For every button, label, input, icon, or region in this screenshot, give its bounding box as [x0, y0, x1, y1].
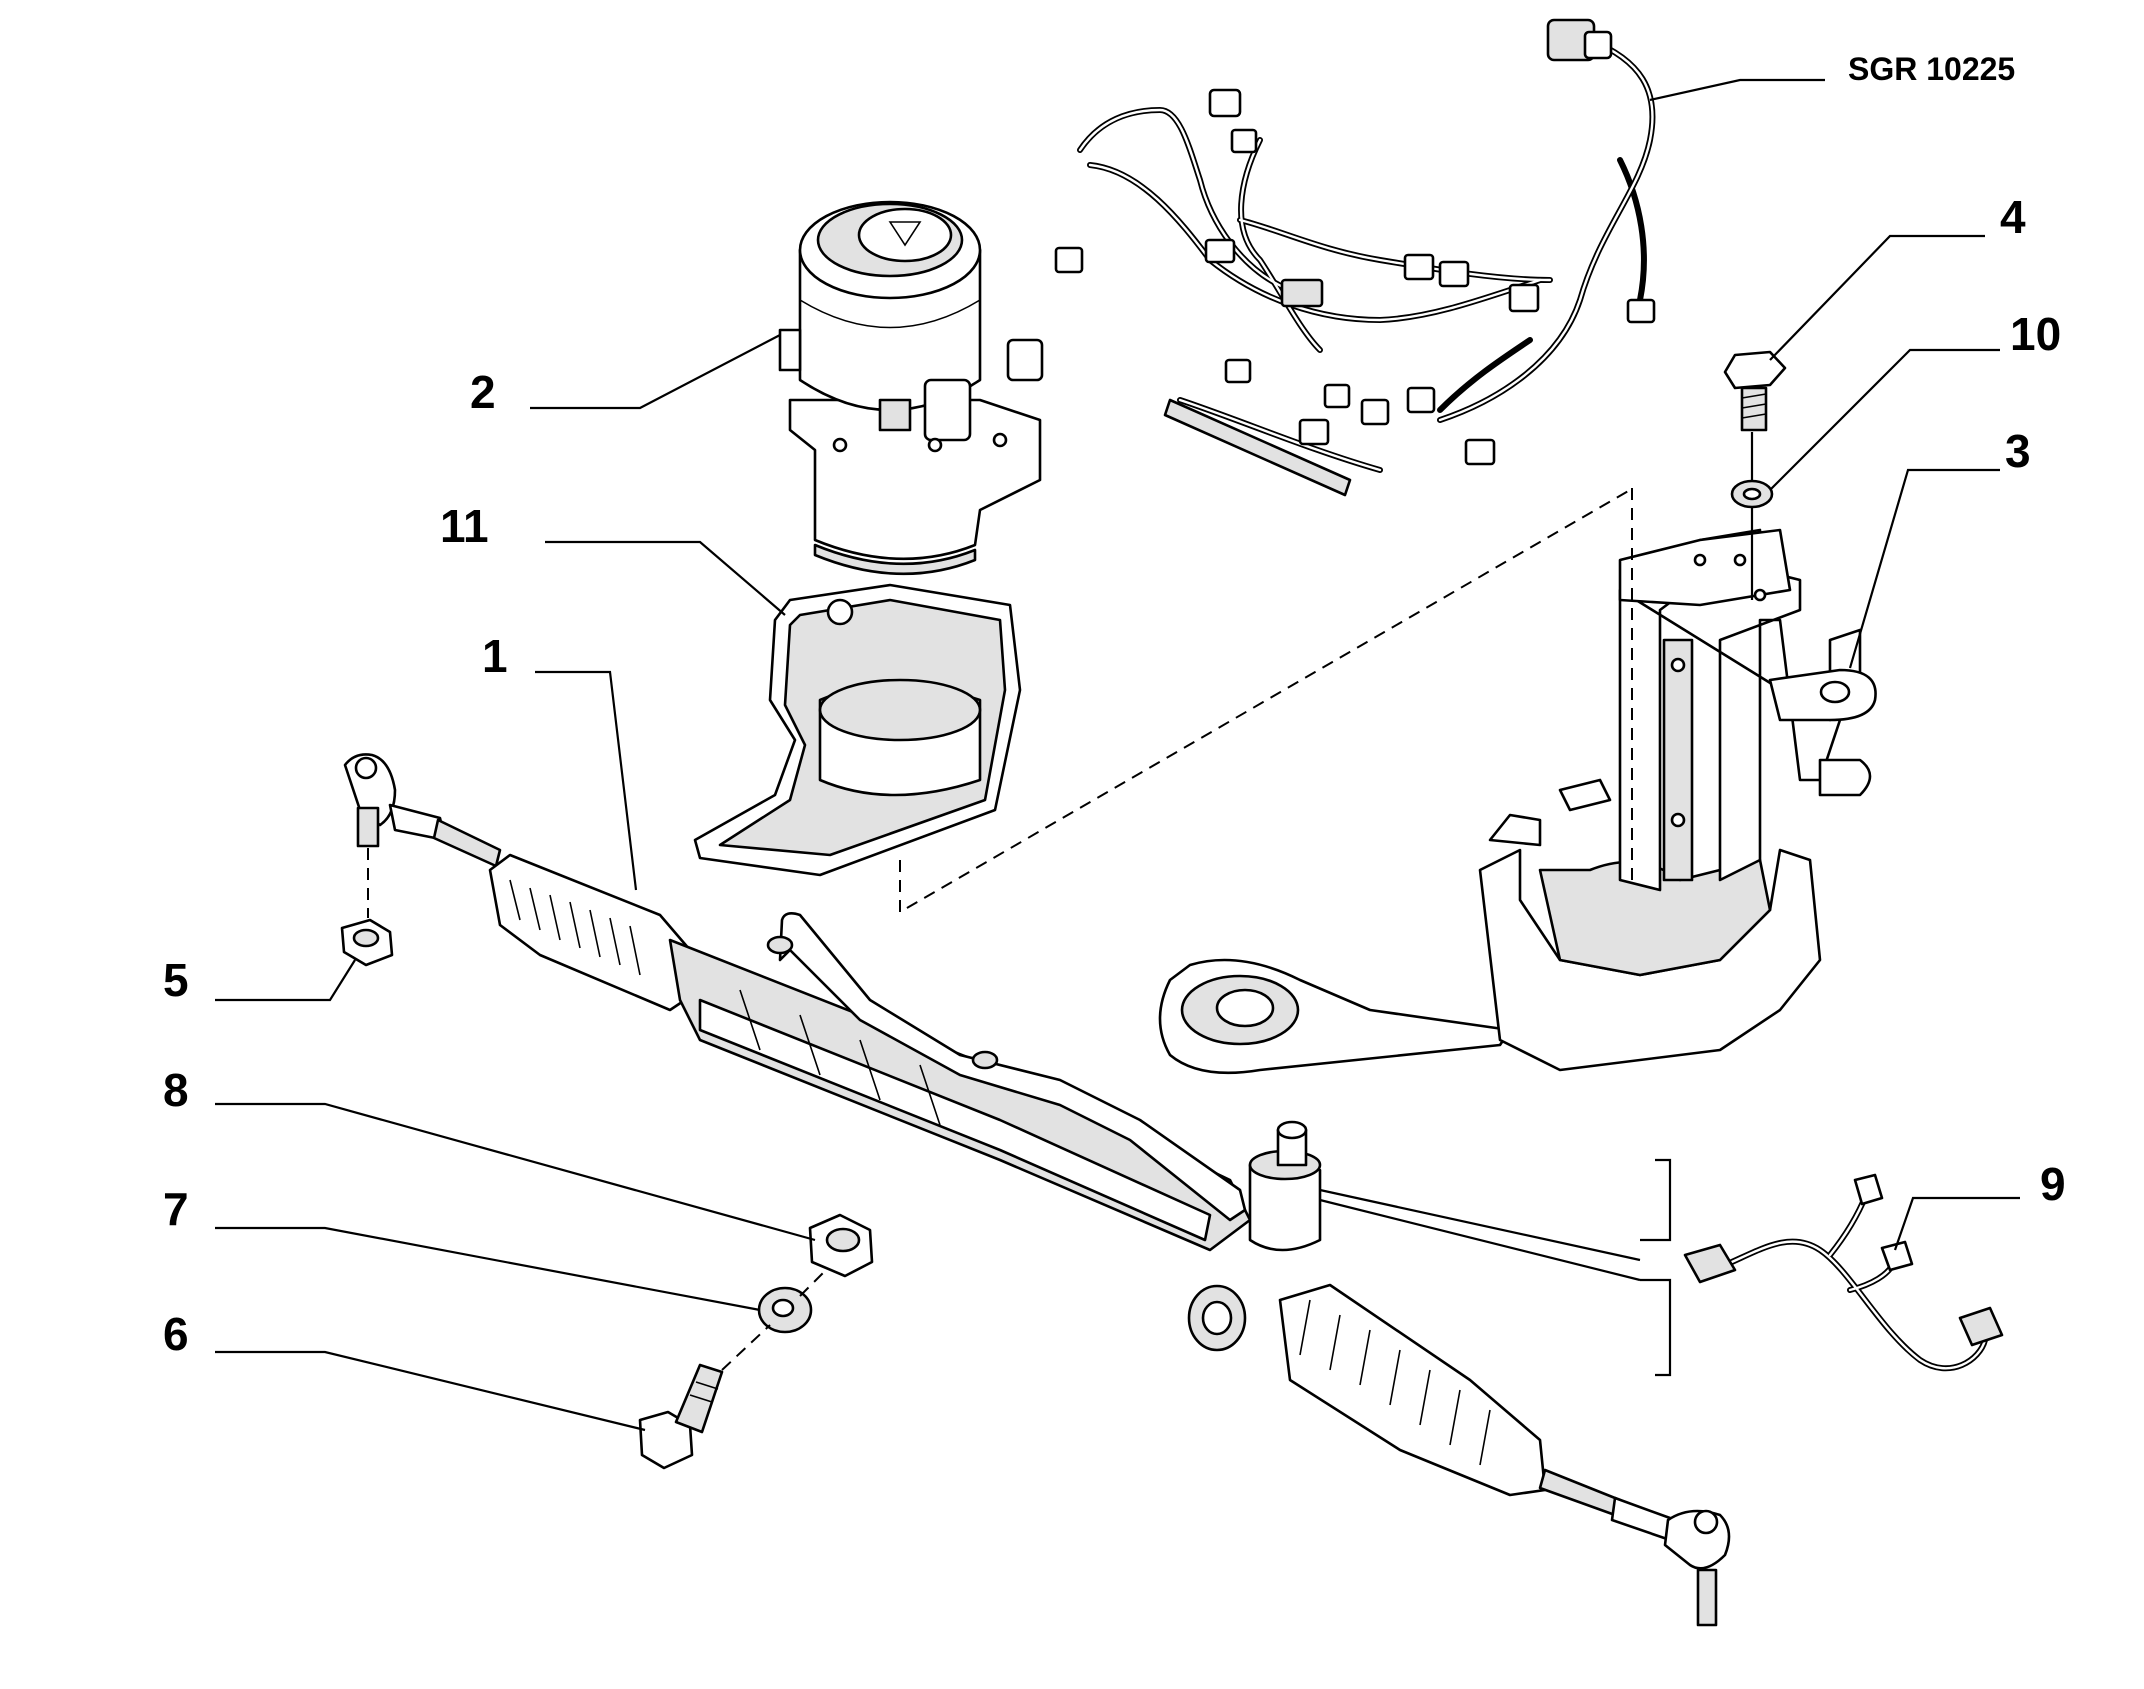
callout-9: 9	[2040, 1158, 2066, 1210]
callout-1: 1	[482, 630, 508, 682]
callout-8: 8	[163, 1064, 189, 1116]
support-bracket	[1158, 528, 1877, 1075]
leader-9	[1893, 1196, 2020, 1251]
leader-pinion-b	[1319, 1198, 1641, 1282]
callout-7: 7	[163, 1183, 189, 1235]
electric-motor	[778, 200, 1044, 576]
callout-2: 2	[470, 366, 496, 418]
leader-4	[1769, 234, 1985, 361]
motor-cover	[693, 583, 1022, 877]
leader-6	[215, 1350, 646, 1432]
washer-7	[757, 1286, 813, 1334]
wiring-harness	[1054, 18, 1656, 497]
leader-harness-top	[1649, 78, 1825, 102]
sensor-harness	[1683, 1173, 2004, 1372]
washer-10	[1730, 479, 1774, 509]
bolt-6	[638, 1363, 724, 1470]
leader-11	[545, 540, 786, 616]
callout-4: 4	[2000, 191, 2026, 243]
reference-code: SGR 10225	[1848, 51, 2015, 87]
leader-1	[535, 670, 638, 891]
leader-10	[1769, 348, 2000, 491]
leader-7	[215, 1226, 761, 1312]
leader-2	[530, 334, 781, 410]
callout-10: 10	[2010, 308, 2061, 360]
leader-3	[1848, 468, 2000, 669]
steering-rack	[343, 753, 1731, 1627]
leader-5	[215, 959, 356, 1002]
leader-pinion-a	[1319, 1188, 1641, 1262]
bolt-4	[1723, 350, 1787, 432]
callout-6: 6	[163, 1308, 189, 1360]
leader-8	[215, 1102, 816, 1242]
nut-5	[340, 918, 394, 967]
nut-8	[808, 1213, 874, 1278]
callout-5: 5	[163, 954, 189, 1006]
callout-3: 3	[2005, 425, 2031, 477]
callout-11: 11	[440, 500, 489, 552]
